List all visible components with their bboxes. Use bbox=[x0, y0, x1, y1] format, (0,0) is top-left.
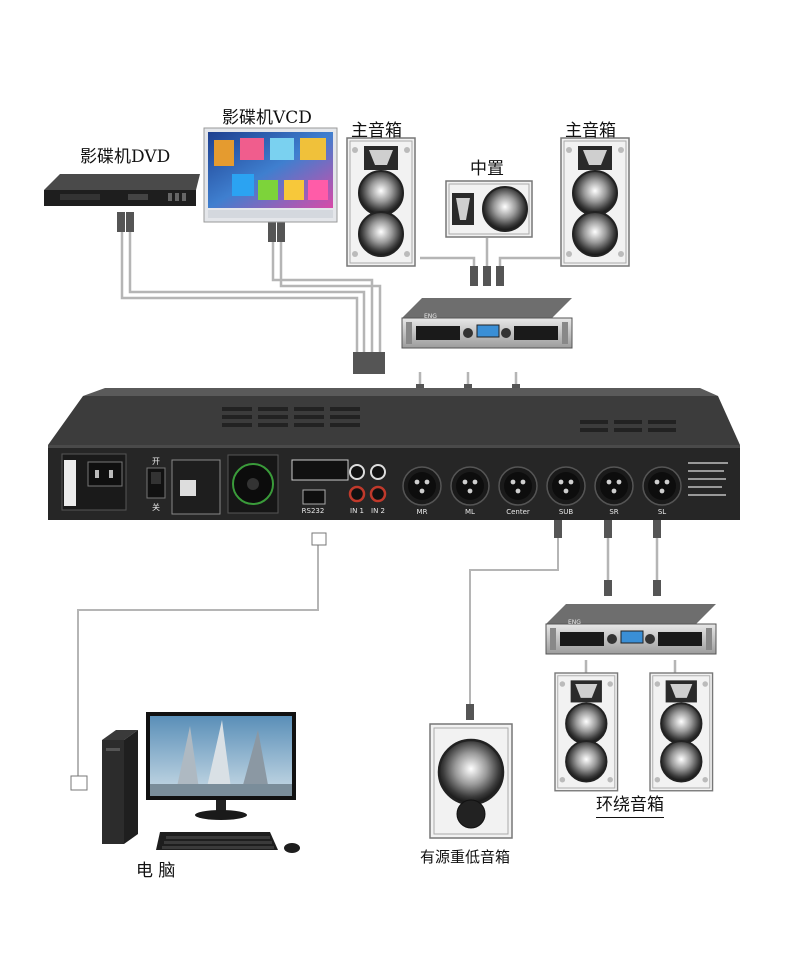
amp-bottom-brand: ENG bbox=[568, 619, 581, 626]
label-center: 中置 bbox=[470, 154, 504, 179]
vcd-player bbox=[204, 128, 337, 222]
cable-main-left bbox=[420, 258, 474, 272]
switch-off-label: 关 bbox=[152, 502, 160, 512]
label-surround: 环绕音箱 bbox=[596, 790, 664, 818]
label-computer: 电 脑 bbox=[136, 856, 175, 881]
output-label-center: Center bbox=[506, 508, 530, 516]
main-speaker-left bbox=[347, 138, 415, 266]
switch-on-label: 开 bbox=[152, 457, 160, 466]
rs232-label: RS232 bbox=[302, 507, 325, 515]
output-label-sub: SUB bbox=[559, 508, 574, 516]
output-label-mr: MR bbox=[417, 508, 428, 516]
subwoofer bbox=[430, 724, 512, 838]
amp-top-brand: ENG bbox=[424, 313, 437, 320]
audio-processor: 开 关 RS232 IN 1 IN 2 MR ML Center SUB SR … bbox=[48, 388, 740, 520]
label-subwoofer: 有源重低音箱 bbox=[420, 846, 510, 867]
center-speaker bbox=[446, 181, 532, 237]
output-label-ml: ML bbox=[465, 508, 475, 516]
output-label-sr: SR bbox=[609, 508, 618, 516]
in1-label: IN 1 bbox=[350, 507, 364, 515]
label-dvd: 影碟机DVD bbox=[80, 142, 170, 167]
surround-speaker-left bbox=[555, 673, 618, 791]
label-main-speaker-left: 主音箱 bbox=[351, 116, 402, 141]
amplifier-top: ENG bbox=[402, 298, 572, 348]
main-speaker-right bbox=[561, 138, 629, 266]
label-vcd: 影碟机VCD bbox=[222, 103, 312, 128]
output-label-sl: SL bbox=[658, 508, 666, 516]
cable-dvd-right bbox=[130, 232, 364, 356]
computer bbox=[102, 712, 300, 853]
surround-speaker-right bbox=[650, 673, 713, 791]
cable-sub bbox=[470, 525, 558, 708]
cable-dvd-left bbox=[122, 232, 357, 356]
cable-main-right bbox=[500, 258, 560, 272]
amplifier-bottom: ENG bbox=[546, 604, 716, 654]
dvd-player bbox=[44, 174, 200, 206]
in2-label: IN 2 bbox=[371, 507, 385, 515]
label-main-speaker-right: 主音箱 bbox=[565, 116, 616, 141]
